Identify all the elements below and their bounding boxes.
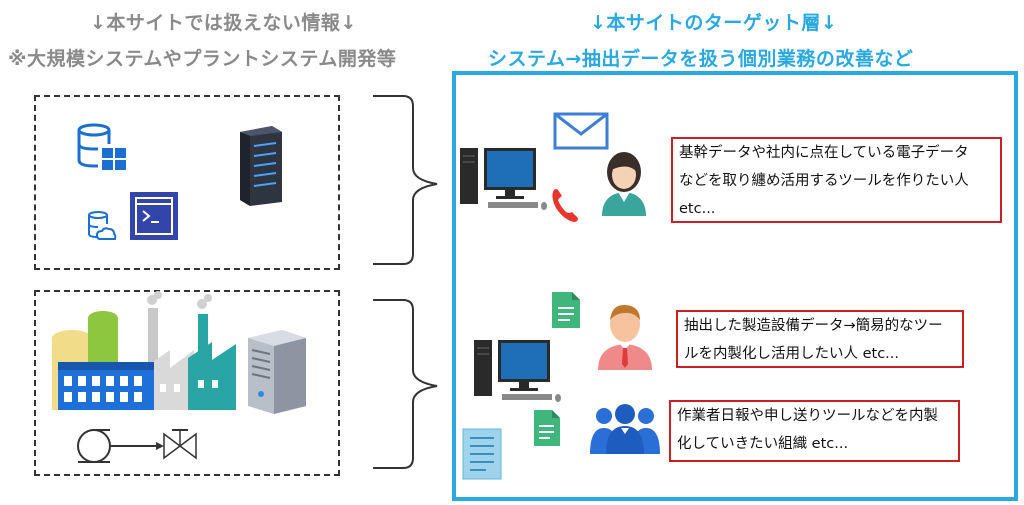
grouping-brace [373,95,438,469]
desktop-computer-icon [474,340,561,402]
terminal-icon [130,192,178,240]
database-icon [77,123,126,170]
target-box-3-line1: 作業者日報や申し送りツールなどを内製 [677,408,938,424]
factory-icon [52,291,236,410]
target-box-1-line3: etc... [679,201,716,217]
target-box-2-line1: 抽出した製造設備データ→簡易的なツー [684,318,943,334]
plant-group [34,290,340,476]
database-cloud-icon [88,211,117,240]
document-icon [552,292,580,328]
target-box-3: 作業者日報や申し送りツールなどを内製 化していきたい組織 etc... [669,400,960,462]
document-icon [462,428,502,480]
mail-icon [553,112,609,150]
system-group [34,95,340,270]
right-heading-line2: システム→抽出データを扱う個別業務の改善など [488,48,914,70]
document-icon [534,410,560,446]
person-icon [598,304,652,370]
left-heading-line1: ↓本サイトでは扱えない情報↓ [90,12,357,34]
server-tower-icon [248,330,306,414]
group-icon [590,404,660,454]
target-box-1: 基幹データや社内に点在している電子データ などを取り纏め活用するツールを作りたい… [671,137,1002,223]
target-box-2-line2: ルを内製化し活用したい人 etc... [684,346,900,362]
target-box-1-line1: 基幹データや社内に点在している電子データ [679,145,969,161]
person-icon [602,152,646,216]
target-box-2: 抽出した製造設備データ→簡易的なツー ルを内製化し活用したい人 etc... [676,310,964,368]
target-box-1-line2: などを取り纏め活用するツールを作りたい人 [679,173,969,189]
pump-valve-icon [77,429,197,463]
left-heading-line2: ※大規模システムやプラントシステム開発等 [8,48,397,70]
server-rack-icon [240,126,282,206]
target-box-3-line2: 化していきたい組織 etc... [677,436,849,452]
phone-icon [552,189,578,222]
right-heading-line1: ↓本サイトのターゲット層↓ [590,12,838,34]
target-frame [452,71,1018,501]
desktop-computer-icon [460,148,547,210]
